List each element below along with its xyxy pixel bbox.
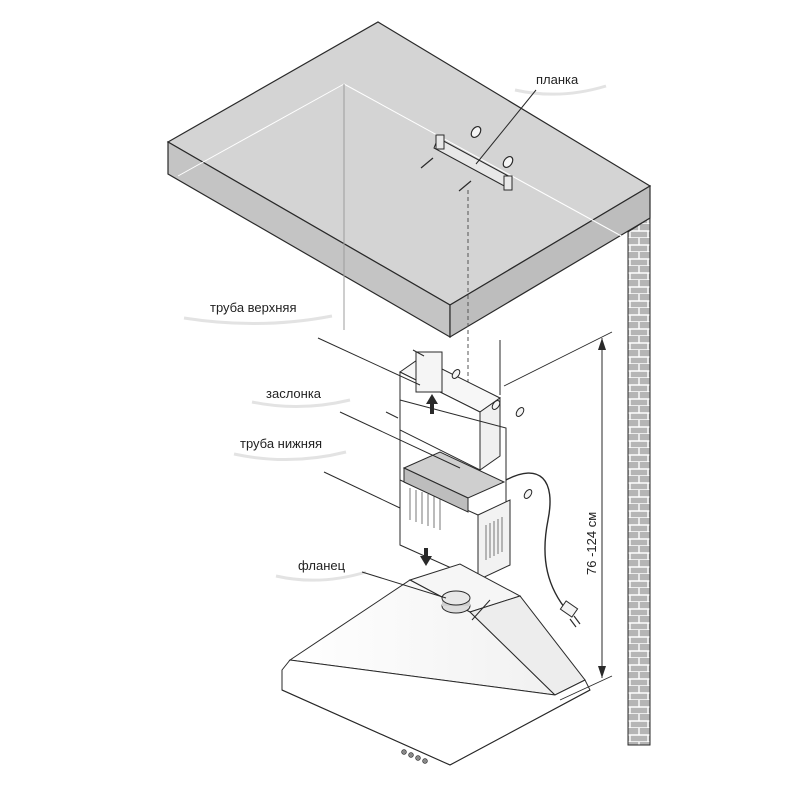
control-buttons bbox=[401, 749, 428, 764]
label-upper-pipe: труба верхняя bbox=[183, 300, 421, 386]
label-bracket: планка bbox=[475, 72, 607, 165]
screw-icon bbox=[420, 125, 514, 192]
label-damper-text: заслонка bbox=[266, 386, 322, 401]
height-dimension-label: 76 -124 см bbox=[584, 512, 599, 575]
label-lower-pipe-text: труба нижняя bbox=[240, 436, 322, 451]
height-dimension: 76 -124 см bbox=[503, 331, 613, 701]
brick-wall bbox=[627, 217, 651, 746]
range-hood bbox=[281, 563, 591, 766]
screw-icon bbox=[523, 489, 533, 499]
mounting-bracket bbox=[420, 125, 514, 192]
plug-icon bbox=[559, 600, 581, 628]
label-flange-text: фланец bbox=[298, 558, 346, 573]
label-lower-pipe: труба нижняя bbox=[233, 436, 401, 509]
damper bbox=[402, 451, 506, 513]
label-damper: заслонка bbox=[251, 386, 461, 469]
screw-icon bbox=[385, 349, 525, 419]
label-flange: фланец bbox=[275, 558, 447, 599]
arrow-down-icon bbox=[420, 548, 432, 566]
power-cord bbox=[505, 472, 581, 628]
label-upper-pipe-text: труба верхняя bbox=[210, 300, 297, 315]
lower-pipe bbox=[399, 399, 533, 581]
arrow-up-icon bbox=[426, 394, 438, 414]
ceiling-slab bbox=[166, 21, 652, 339]
upper-pipe bbox=[385, 349, 525, 471]
flange bbox=[441, 590, 471, 614]
label-bracket-text: планка bbox=[536, 72, 579, 87]
